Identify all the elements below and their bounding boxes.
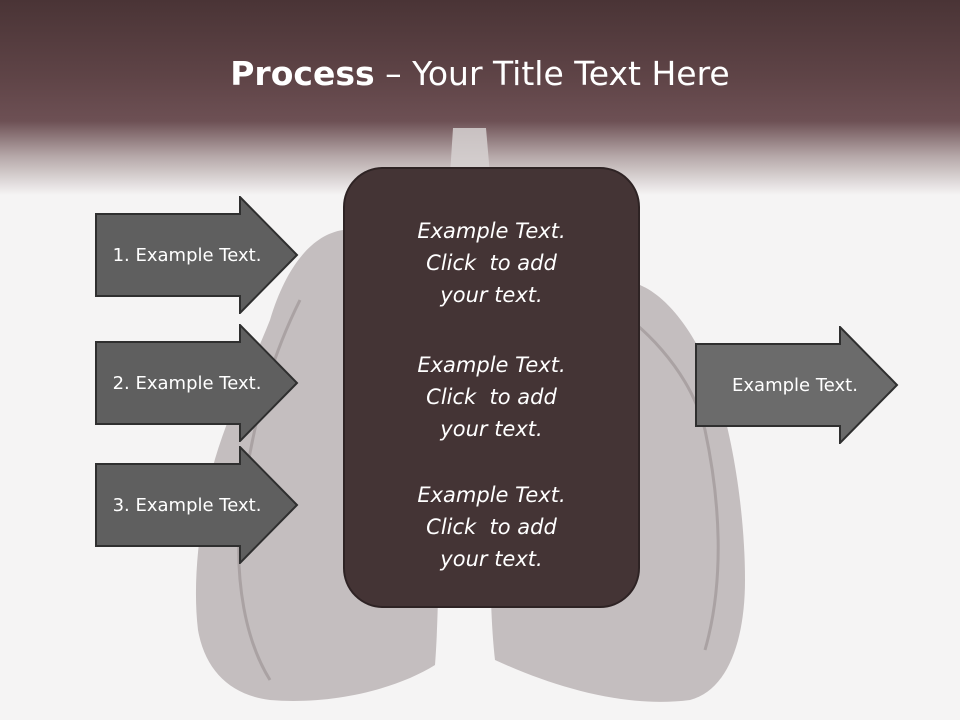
- center-block-3-line-3: your text.: [440, 547, 543, 571]
- center-block-2: Example Text. Click to add your text.: [345, 349, 638, 445]
- page-title: Process – Your Title Text Here: [0, 52, 960, 96]
- left-arrow-2-label: 2. Example Text.: [112, 372, 262, 394]
- right-arrow-icon: [95, 324, 299, 442]
- title-rest: – Your Title Text Here: [374, 54, 730, 93]
- title-bold: Process: [230, 54, 375, 93]
- left-arrow-1: 1. Example Text.: [95, 196, 299, 314]
- center-block-2-line-3: your text.: [440, 417, 543, 441]
- center-block-1-line-2: Click to add: [426, 251, 557, 275]
- left-arrow-3-label: 3. Example Text.: [112, 494, 262, 516]
- right-arrow-icon: [695, 326, 899, 444]
- center-block-1-line-1: Example Text.: [417, 219, 566, 243]
- left-arrow-1-label: 1. Example Text.: [112, 244, 262, 266]
- right-arrow-icon: [95, 196, 299, 314]
- left-arrow-2: 2. Example Text.: [95, 324, 299, 442]
- center-block-1: Example Text. Click to add your text.: [345, 215, 638, 311]
- center-block-2-line-1: Example Text.: [417, 353, 566, 377]
- right-arrow-icon: [95, 446, 299, 564]
- center-block-1-line-3: your text.: [440, 283, 543, 307]
- right-output-arrow: Example Text.: [695, 326, 899, 444]
- center-text-box: Example Text. Click to add your text. Ex…: [343, 167, 640, 608]
- center-block-3-line-2: Click to add: [426, 515, 557, 539]
- right-output-arrow-label: Example Text.: [732, 374, 858, 396]
- center-block-2-line-2: Click to add: [426, 385, 557, 409]
- center-block-3-line-1: Example Text.: [417, 483, 566, 507]
- left-arrow-3: 3. Example Text.: [95, 446, 299, 564]
- center-block-3: Example Text. Click to add your text.: [345, 479, 638, 575]
